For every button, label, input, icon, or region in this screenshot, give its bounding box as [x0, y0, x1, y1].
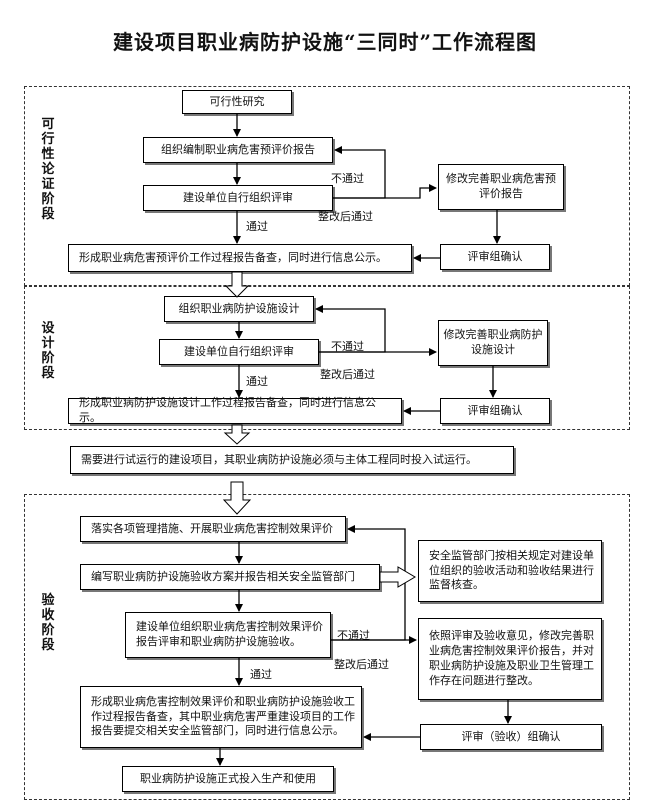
feasibility-study-node: 可行性研究 — [182, 90, 292, 114]
acceptance-fail-label: 不通过 — [337, 629, 370, 642]
design-review-node: 建设单位自行组织评审 — [159, 339, 319, 365]
design-pass-after-revise-label: 整改后通过 — [320, 368, 375, 381]
trial-run-note: 需要进行试运行的建设项目，其职业病防护设施必须与主体工程同时投入试运行。 — [70, 446, 514, 474]
acceptance-revise-node: 依照评审及验收意见，修改完善职业病危害控制效果评价报告，并对职业病防护设施及职业… — [418, 618, 602, 700]
arrow-design-fail-loop — [315, 305, 386, 353]
acceptance-implement-node: 落实各项管理措施、开展职业病危害控制效果评价 — [80, 516, 346, 542]
acceptance-confirm-node: 评审（验收）组确认 — [420, 724, 602, 750]
design-stage — [24, 286, 630, 430]
arrow-feasibility-fail-loop — [333, 146, 386, 199]
acceptance-pass-after-revise-label: 整改后通过 — [334, 658, 389, 671]
feasibility-pass-after-revise-label: 整改后通过 — [318, 210, 373, 223]
acceptance-stage-label: 验收阶段 — [41, 593, 55, 653]
block-arrow-feasibility-to-design — [224, 271, 250, 298]
block-arrow-trial-to-acceptance — [222, 481, 252, 515]
block-arrow-design-to-trial — [223, 424, 251, 445]
feasibility-review-node: 建设单位自行组织评审 — [143, 185, 333, 211]
block-arrow-plan-to-supervise — [379, 566, 416, 588]
acceptance-stage — [24, 494, 630, 800]
arrow-feasibility-to-revise — [333, 184, 437, 199]
feasibility-stage-label: 可行性论证阶段 — [41, 117, 55, 222]
feasibility-compile-node: 组织编制职业病危害预评价报告 — [143, 137, 333, 163]
design-fail-label: 不通过 — [331, 340, 364, 353]
design-record-node: 形成职业病防护设施设计工作过程报告备查，同时进行信息公示。 — [68, 396, 402, 424]
feasibility-confirm-node: 评审组确认 — [440, 244, 550, 270]
acceptance-record-node: 形成职业病危害控制效果评价和职业病防护设施验收工作过程报告备查，其中职业病危害严… — [80, 686, 362, 748]
arrow-acceptance-fail-loop — [331, 525, 406, 641]
acceptance-plan-node: 编写职业病防护设施验收方案并报告相关安全监管部门 — [80, 564, 380, 590]
feasibility-pass-label: 通过 — [246, 220, 268, 233]
acceptance-pass-label: 通过 — [250, 668, 272, 681]
feasibility-stage — [24, 86, 630, 286]
design-pass-label: 通过 — [246, 375, 268, 388]
acceptance-review-node: 建设单位组织职业病危害控制效果评价报告评审和职业病防护设施验收。 — [125, 612, 331, 658]
design-stage-label: 设计阶段 — [41, 321, 55, 381]
design-confirm-node: 评审组确认 — [440, 398, 550, 424]
page-title: 建设项目职业病防护设施“三同时”工作流程图 — [112, 30, 537, 54]
design-node: 组织职业病防护设施设计 — [164, 296, 314, 322]
acceptance-final-node: 职业病防护设施正式投入生产和使用 — [122, 766, 334, 792]
feasibility-record-node: 形成职业病危害预评价工作过程报告备查，同时进行信息公示。 — [68, 244, 412, 272]
feasibility-fail-label: 不通过 — [331, 172, 364, 185]
acceptance-supervise-node: 安全监管部门按相关规定对建设单位组织的验收活动和验收结果进行监督核查。 — [418, 540, 602, 602]
feasibility-revise-node: 修改完善职业病危害预评价报告 — [438, 164, 564, 210]
design-revise-node: 修改完善职业病防护设施设计 — [438, 320, 548, 366]
